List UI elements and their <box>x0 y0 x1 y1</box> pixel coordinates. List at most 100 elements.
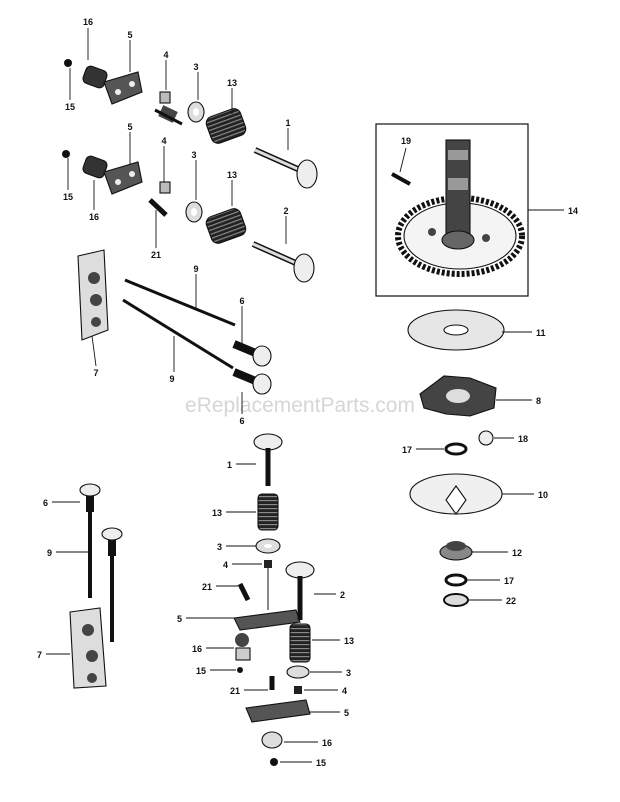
camshaft-gear-14 <box>395 139 525 277</box>
callout-5-c: 5 <box>177 614 182 624</box>
lock-nut-15d <box>270 758 278 766</box>
callout-15-c: 15 <box>196 666 206 676</box>
valve-spring-13d <box>289 623 311 663</box>
nut-16c <box>235 647 251 661</box>
valve-1 <box>253 147 318 189</box>
callout-7-b: 7 <box>37 650 42 660</box>
rocker-nut-16 <box>82 65 108 89</box>
callout-16-c: 16 <box>192 644 202 654</box>
ring-17b <box>444 573 468 587</box>
valve-1b <box>253 433 283 451</box>
spring-pin-19 <box>391 172 411 186</box>
valve-cap-4b <box>159 181 171 194</box>
callout-13-a: 13 <box>227 78 237 88</box>
callout-13-c: 13 <box>212 508 222 518</box>
callout-14: 14 <box>568 206 578 216</box>
callout-17-b: 17 <box>504 576 514 586</box>
valve-2b <box>285 561 315 579</box>
valve-stack-center <box>233 433 315 766</box>
callout-7-a: 7 <box>93 368 98 378</box>
valve-2 <box>251 241 315 283</box>
stud-21c <box>237 582 251 602</box>
callout-4-c: 4 <box>223 560 228 570</box>
callout-12: 12 <box>512 548 522 558</box>
callout-17-a: 17 <box>402 445 412 455</box>
callout-3-b: 3 <box>191 150 196 160</box>
watermark-text: eReplacementParts.com <box>185 394 415 417</box>
callout-5-d: 5 <box>344 708 349 718</box>
lock-nut-15 <box>64 59 72 67</box>
callout-10: 10 <box>538 490 548 500</box>
rocker-nut-16b <box>82 155 108 179</box>
callout-18: 18 <box>518 434 528 444</box>
callout-13-d: 13 <box>344 636 354 646</box>
guide-plate-7b <box>69 607 107 689</box>
callout-16-d: 16 <box>322 738 332 748</box>
rocker-assembly-upper <box>64 59 318 189</box>
callout-9-b: 9 <box>169 374 174 384</box>
callout-4-d: 4 <box>342 686 347 696</box>
callout-6-a: 6 <box>239 296 244 306</box>
callout-21-b: 21 <box>202 582 212 592</box>
callout-1-b: 1 <box>227 460 232 470</box>
rocker-assembly-lower <box>62 150 315 283</box>
washer-22 <box>443 593 469 607</box>
ball-18 <box>478 430 494 446</box>
adjust-stud <box>154 105 183 126</box>
callout-19: 19 <box>401 136 411 146</box>
callout-9-a: 9 <box>193 264 198 274</box>
retainer-3d <box>286 665 310 679</box>
lock-nut-15c <box>237 667 243 673</box>
valve-cap-4 <box>159 91 171 104</box>
callout-15-a: 15 <box>65 102 75 112</box>
callout-5-a: 5 <box>127 30 132 40</box>
callout-21-c: 21 <box>230 686 240 696</box>
callout-3-a: 3 <box>193 62 198 72</box>
rocker-arm-5 <box>103 71 143 105</box>
governor-cup-10 <box>409 473 503 515</box>
callout-4-b: 4 <box>161 136 166 146</box>
callout-labels: 16 5 4 3 13 1 15 5 4 3 13 15 16 21 2 9 6… <box>37 17 578 768</box>
rocker-arm-5c <box>233 609 301 631</box>
callout-15-b: 15 <box>63 192 73 202</box>
gear-12 <box>439 541 473 561</box>
valve-spring-13b <box>205 208 247 244</box>
rocker-arm-5d <box>245 699 311 723</box>
valve-spring-13c <box>257 493 279 531</box>
callout-3-d: 3 <box>346 668 351 678</box>
cap-4d <box>294 686 302 694</box>
callout-21-a: 21 <box>151 250 161 260</box>
callout-22: 22 <box>506 596 516 606</box>
tappet-6a <box>232 340 272 367</box>
callout-3-c: 3 <box>217 542 222 552</box>
callout-15-d: 15 <box>316 758 326 768</box>
callout-2-b: 2 <box>340 590 345 600</box>
callout-6-b: 6 <box>239 416 244 426</box>
adjust-stud-21 <box>148 198 168 217</box>
push-rod-9a <box>124 278 236 327</box>
callout-8: 8 <box>536 396 541 406</box>
callout-9-c: 9 <box>47 548 52 558</box>
callout-2-a: 2 <box>283 206 288 216</box>
rocker-arm-5b <box>103 161 143 195</box>
push-rod-9b <box>122 298 234 370</box>
callout-6-c: 6 <box>43 498 48 508</box>
callout-11: 11 <box>536 328 546 338</box>
callout-4-a: 4 <box>163 50 168 60</box>
lock-nut-15b <box>62 150 70 158</box>
lifter-set-left <box>69 483 123 689</box>
valve-spring-13 <box>205 108 247 144</box>
cap-4c <box>264 560 272 568</box>
nut-16d <box>261 731 283 749</box>
washer-11 <box>407 309 505 351</box>
callout-13-b: 13 <box>227 170 237 180</box>
callout-16-a: 16 <box>83 17 93 27</box>
tappet-6b <box>232 368 272 395</box>
ring-17 <box>444 442 468 456</box>
governor-8 <box>419 375 497 417</box>
leader-lines <box>46 28 564 763</box>
callout-5-b: 5 <box>127 122 132 132</box>
callout-1-a: 1 <box>285 118 290 128</box>
pushrod-group-upper <box>77 249 272 395</box>
